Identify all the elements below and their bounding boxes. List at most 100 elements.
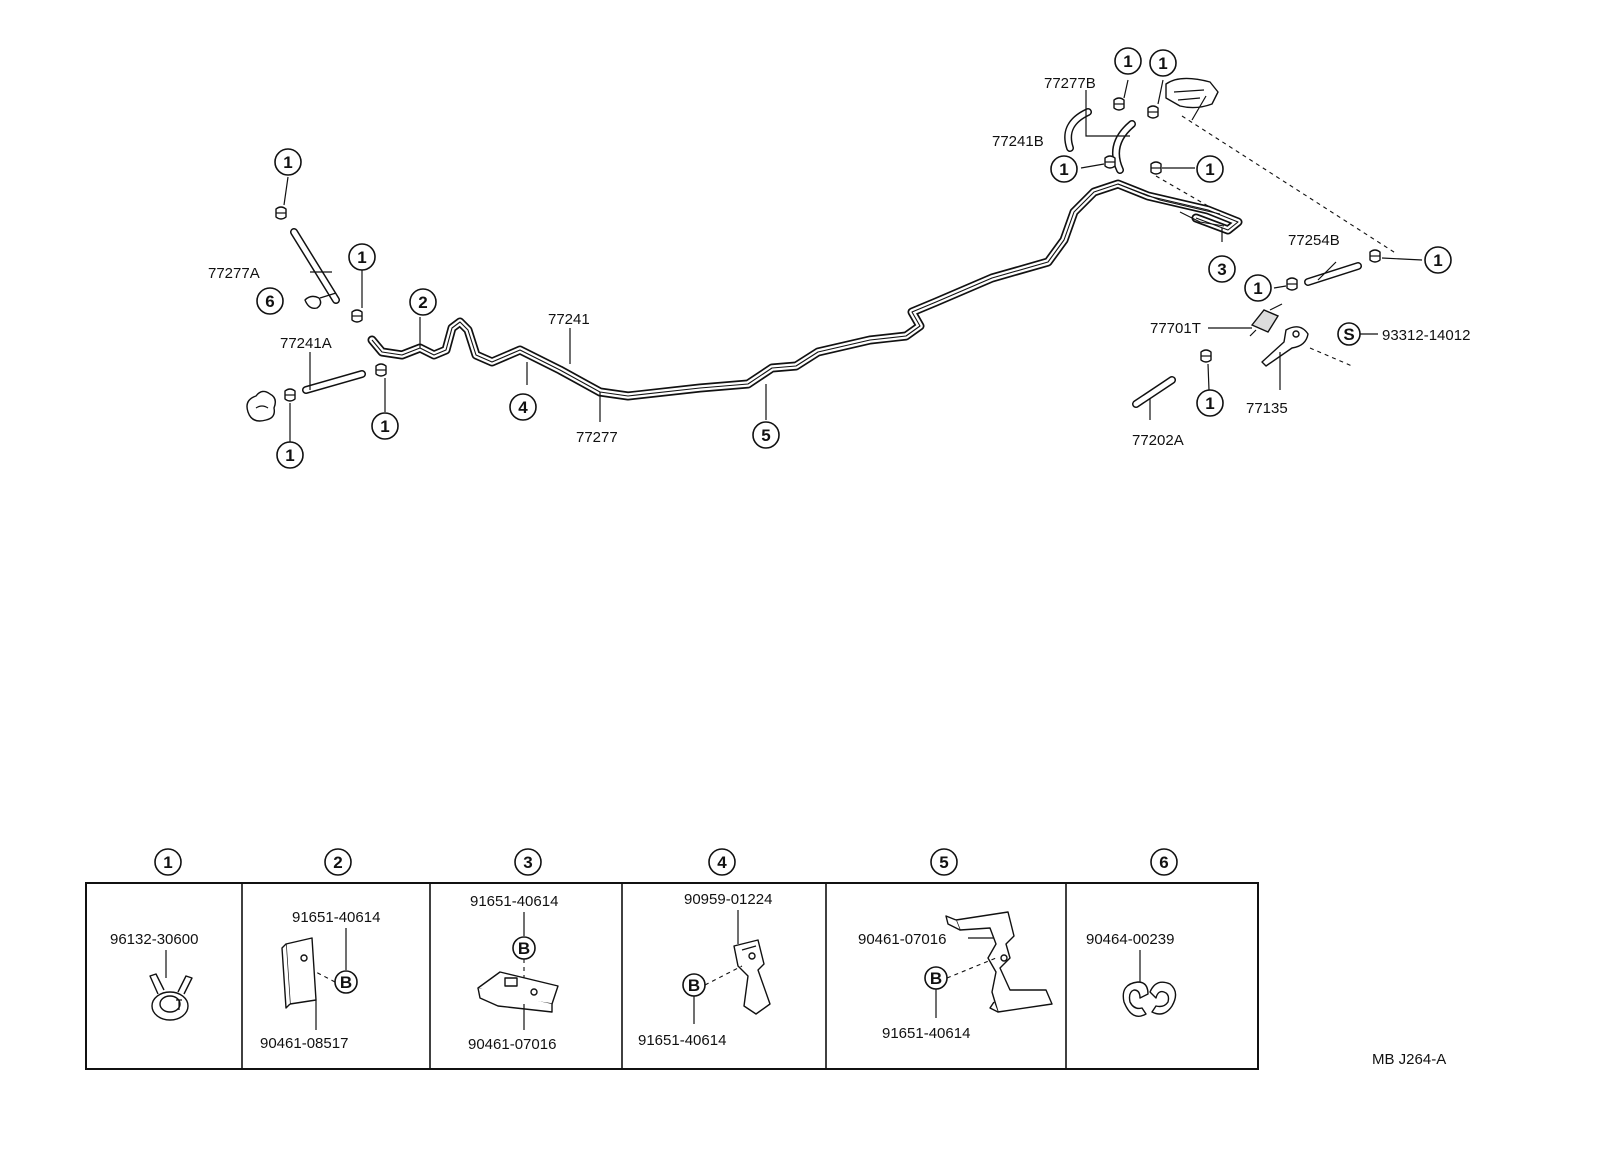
svg-text:B: B bbox=[688, 976, 700, 995]
ref-ring-1: 1 bbox=[348, 243, 376, 271]
svg-text:6: 6 bbox=[1159, 853, 1168, 872]
table-cell-5: 90461-07016 B 91651-40614 bbox=[858, 911, 1053, 1042]
ref-rings: 1 1 6 2 1 1 4 5 1 1 1 1 3 1 1 1 bbox=[256, 47, 1452, 469]
label-77202A: 77202A bbox=[1132, 432, 1184, 449]
detail-table: 1 2 3 4 5 6 96132-30600 91651-40614 B bbox=[85, 848, 1259, 1070]
gauge-77135 bbox=[1261, 326, 1309, 367]
part-number: 90464-00239 bbox=[1086, 931, 1174, 948]
hose-77241B bbox=[1112, 120, 1136, 174]
svg-text:1: 1 bbox=[357, 248, 366, 267]
ref-ring-4: 4 bbox=[509, 393, 537, 421]
svg-text:B: B bbox=[340, 973, 352, 992]
svg-text:1: 1 bbox=[1059, 160, 1068, 179]
label-77254B: 77254B bbox=[1288, 232, 1340, 249]
dashed-leader-canister bbox=[1181, 115, 1398, 255]
hose-77254B bbox=[1304, 262, 1362, 286]
dashed-leader-pipe bbox=[1155, 175, 1209, 207]
label-77241B: 77241B bbox=[992, 133, 1044, 150]
drawing-code: MB J264-A bbox=[1372, 1051, 1446, 1068]
part-number: 96132-30600 bbox=[110, 931, 198, 948]
ref-ring-1: 1 bbox=[274, 148, 302, 176]
table-header-6: 6 bbox=[1150, 848, 1178, 876]
fuel-tank-fitting bbox=[246, 390, 277, 422]
svg-text:1: 1 bbox=[1158, 54, 1167, 73]
svg-text:3: 3 bbox=[523, 853, 532, 872]
leader-lines bbox=[283, 79, 1423, 445]
label-77277A: 77277A bbox=[208, 265, 260, 282]
svg-text:6: 6 bbox=[265, 292, 274, 311]
ref-ring-1: 1 bbox=[1050, 155, 1078, 183]
hose-77241A bbox=[302, 370, 366, 394]
part-number: 91651-40614 bbox=[638, 1032, 726, 1049]
ref-ring-1: 1 bbox=[371, 412, 399, 440]
ref-ring-1: 1 bbox=[1196, 389, 1224, 417]
bracket-illustration bbox=[733, 939, 771, 1015]
ref-ring-5: 5 bbox=[752, 421, 780, 449]
ref-ring-3: 3 bbox=[1208, 255, 1236, 283]
table-cell-2: 91651-40614 B 90461-08517 bbox=[260, 909, 380, 1052]
ref-ring-1: 1 bbox=[1196, 155, 1224, 183]
symbol-s: S bbox=[1337, 322, 1361, 346]
label-77241: 77241 bbox=[548, 311, 590, 328]
svg-text:3: 3 bbox=[1217, 260, 1226, 279]
callout-labels: 77277B 77241B 77254B 77701T 93312-14012 … bbox=[208, 75, 1470, 449]
ref-ring-1: 1 bbox=[1424, 246, 1452, 274]
ref-ring-1: 1 bbox=[1149, 49, 1177, 77]
svg-text:5: 5 bbox=[761, 426, 770, 445]
ref-ring-6: 6 bbox=[256, 287, 284, 315]
svg-text:1: 1 bbox=[163, 853, 172, 872]
svg-text:1: 1 bbox=[283, 153, 292, 172]
hose-clip-illustration bbox=[1122, 981, 1177, 1017]
svg-text:2: 2 bbox=[333, 853, 342, 872]
svg-text:1: 1 bbox=[1123, 52, 1132, 71]
right-hose-clips bbox=[1104, 97, 1381, 363]
hose-clip-illustration bbox=[149, 973, 193, 1021]
svg-text:2: 2 bbox=[418, 293, 427, 312]
label-77277B: 77277B bbox=[1044, 75, 1096, 92]
label-77135: 77135 bbox=[1246, 400, 1288, 417]
canister-bracket bbox=[1165, 77, 1219, 121]
svg-text:5: 5 bbox=[939, 853, 948, 872]
main-fuel-pipe bbox=[367, 179, 1243, 401]
svg-text:S: S bbox=[1343, 325, 1354, 344]
svg-text:1: 1 bbox=[380, 417, 389, 436]
svg-text:B: B bbox=[518, 939, 530, 958]
bracket-illustration bbox=[477, 971, 559, 1013]
bracket-illustration bbox=[281, 937, 317, 1009]
part-number: 91651-40614 bbox=[882, 1025, 970, 1042]
part-number: 91651-40614 bbox=[470, 893, 558, 910]
table-header-2: 2 bbox=[324, 848, 352, 876]
part-number: 91651-40614 bbox=[292, 909, 380, 926]
label-93312-14012: 93312-14012 bbox=[1382, 327, 1470, 344]
hose-77277A bbox=[290, 228, 340, 304]
fuel-filter-77701T bbox=[1249, 303, 1283, 337]
table-header-1: 1 bbox=[154, 848, 182, 876]
svg-text:4: 4 bbox=[717, 853, 727, 872]
ref-ring-1: 1 bbox=[276, 441, 304, 469]
dashed-leader-gauge bbox=[1309, 347, 1353, 367]
symbol-b: B bbox=[512, 936, 536, 960]
part-number: 90461-08517 bbox=[260, 1035, 348, 1052]
svg-text:1: 1 bbox=[285, 446, 294, 465]
ref-ring-2: 2 bbox=[409, 288, 437, 316]
svg-text:B: B bbox=[930, 969, 942, 988]
table-cell-6: 90464-00239 bbox=[1086, 931, 1177, 1017]
svg-text:4: 4 bbox=[518, 398, 528, 417]
ref-ring-1: 1 bbox=[1244, 274, 1272, 302]
ref-ring-1: 1 bbox=[1114, 47, 1142, 75]
label-77277: 77277 bbox=[576, 429, 618, 446]
left-hose-clips bbox=[275, 206, 387, 402]
table-header-4: 4 bbox=[708, 848, 736, 876]
symbol-b: B bbox=[924, 966, 948, 990]
table-header-5: 5 bbox=[930, 848, 958, 876]
svg-text:1: 1 bbox=[1253, 279, 1262, 298]
svg-text:1: 1 bbox=[1433, 251, 1442, 270]
symbol-b: B bbox=[682, 973, 706, 997]
symbol-b: B bbox=[334, 970, 358, 994]
label-77241A: 77241A bbox=[280, 335, 332, 352]
hose-77277B bbox=[1064, 108, 1092, 152]
part-number: 90959-01224 bbox=[684, 891, 772, 908]
bracket-illustration bbox=[945, 911, 1053, 1013]
label-77701T: 77701T bbox=[1150, 320, 1201, 337]
